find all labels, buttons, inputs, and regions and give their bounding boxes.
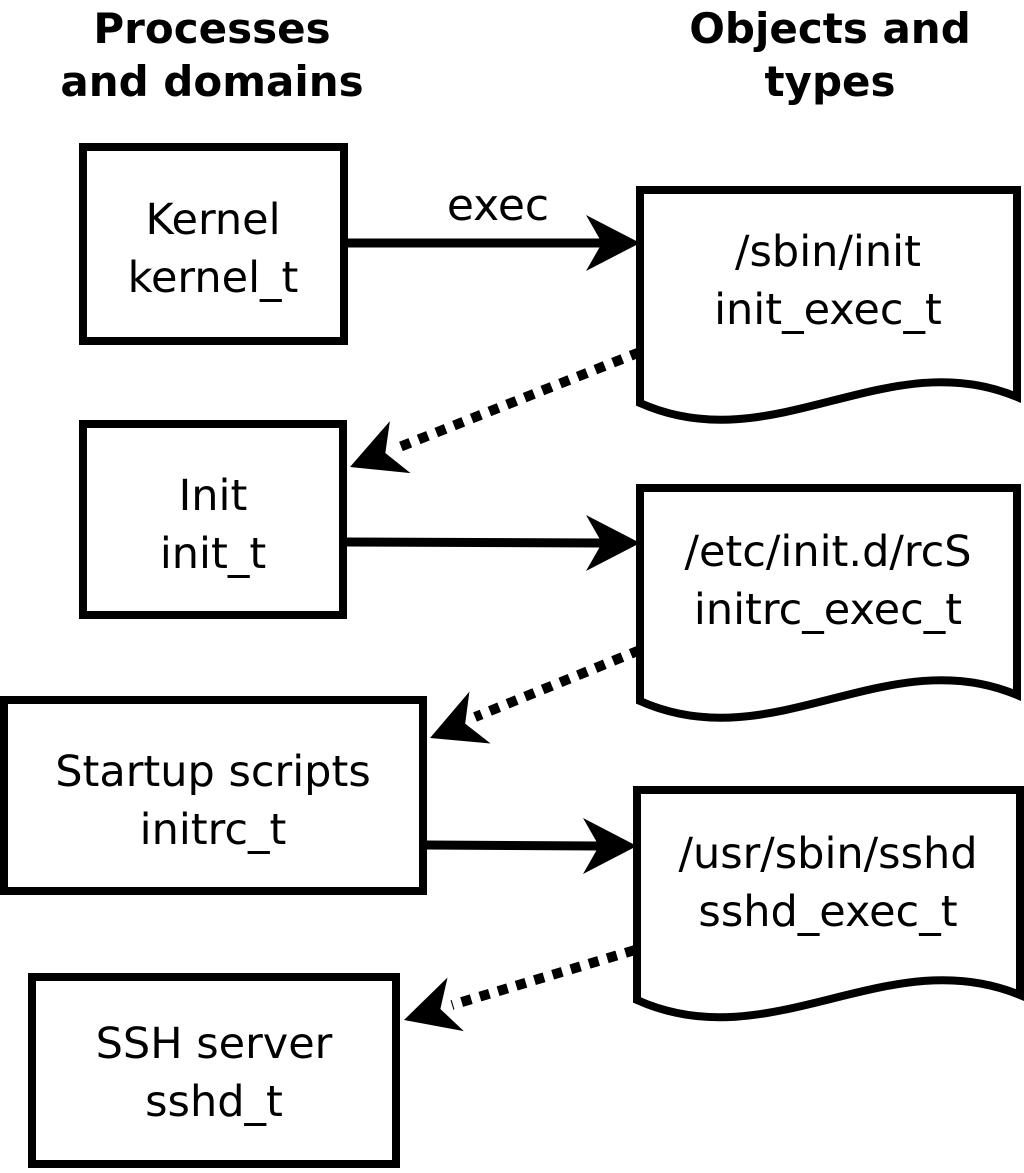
process-type-label: init_t [160,529,266,579]
arrow-line [346,537,603,548]
process-name-label: Startup scripts [55,747,371,797]
arrowhead-icon [350,421,411,474]
object-path-label: /sbin/init [735,227,921,277]
arrow-line [395,347,642,453]
process-name-label: Kernel [145,195,280,245]
object-doc-etc-initd-rcs: /etc/init.d/rcS initrc_exec_t [636,484,1021,722]
header-right-line2: types [764,57,895,106]
column-header-objects: Objects and types [689,4,971,106]
process-box-init: Init init_t [79,420,347,619]
dotted-arrow-sshd-exec-to-sshd [404,945,637,1032]
process-name-label: Init [179,471,248,521]
object-doc-sbin-init: /sbin/init init_exec_t [636,186,1021,424]
document-shape [636,186,1021,424]
object-type-label: sshd_exec_t [698,887,957,937]
arrow-line [450,945,637,1010]
arrow-line [426,840,600,851]
header-left-line2: and domains [60,57,363,106]
solid-arrow-init-to-initrc-exec [346,515,640,571]
process-rect [79,143,348,345]
arrowhead-icon [586,215,640,271]
exec-edge-label: exec [447,180,549,231]
process-type-label: initrc_t [140,805,287,855]
process-type-label: kernel_t [128,253,299,303]
arrowhead-icon [430,691,491,744]
header-right-line1: Objects and [689,4,971,53]
object-path-label: /etc/init.d/rcS [684,527,971,577]
process-box-startup-scripts: Startup scripts initrc_t [0,696,427,895]
process-name-label: SSH server [96,1019,333,1069]
object-type-label: initrc_exec_t [694,585,962,635]
arrowhead-icon [586,515,640,571]
dotted-arrow-init-exec-to-init [350,347,642,474]
dotted-arrow-initrc-exec-to-initrc [430,645,642,744]
object-type-label: init_exec_t [714,285,942,335]
process-rect [28,973,400,1168]
document-shape [633,786,1024,1022]
process-rect [0,696,427,895]
arrowhead-icon [404,977,464,1032]
arrowhead-icon [583,818,637,874]
process-rect [79,420,347,619]
document-shape [636,484,1021,722]
process-box-kernel: Kernel kernel_t [79,143,348,345]
object-doc-usr-sbin-sshd: /usr/sbin/sshd sshd_exec_t [633,786,1024,1022]
header-left-line1: Processes [93,4,330,53]
solid-arrow-initrc-to-sshd-exec [426,818,637,874]
arrow-line [473,645,642,722]
process-box-ssh-server: SSH server sshd_t [28,973,400,1168]
object-path-label: /usr/sbin/sshd [678,829,977,879]
column-header-processes: Processes and domains [60,4,363,106]
process-type-label: sshd_t [145,1077,283,1127]
solid-arrow-kernel-to-init-exec: exec [348,180,640,271]
